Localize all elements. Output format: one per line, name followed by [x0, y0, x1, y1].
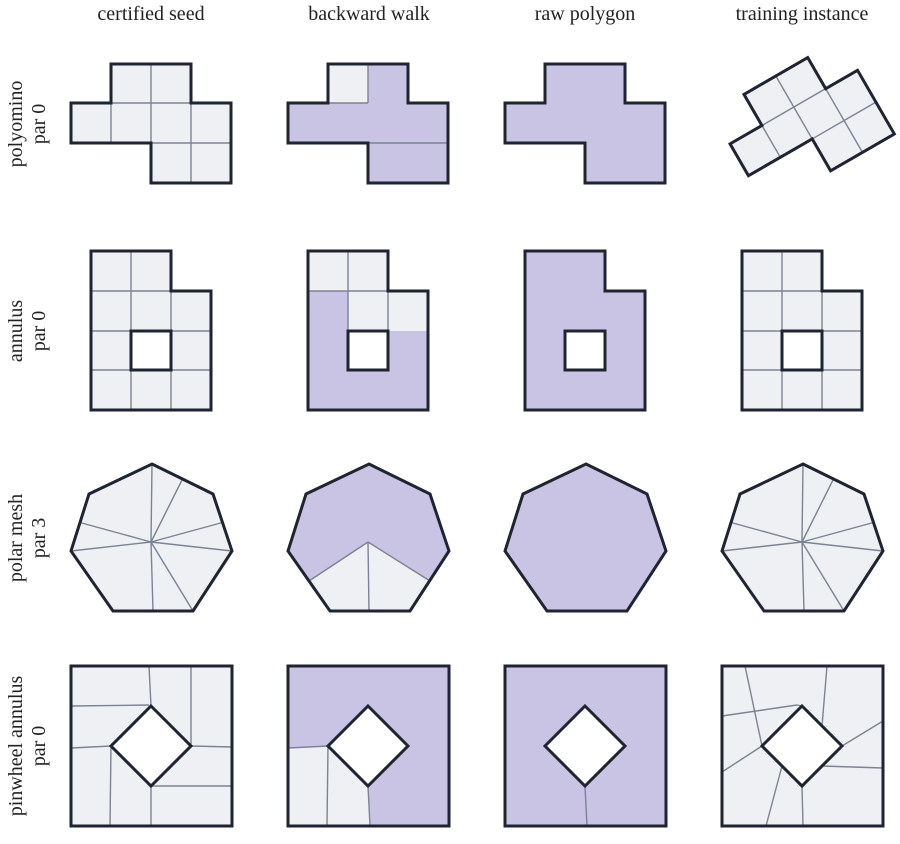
- annulus-outline: [306, 249, 430, 412]
- heptagon-outline: [720, 462, 885, 613]
- mesh-spoke: [801, 541, 884, 552]
- mesh-spoke: [150, 541, 194, 612]
- panels: [69, 55, 897, 828]
- annulus-training-instance: [740, 249, 864, 412]
- row-param-polar-mesh: par 3: [28, 518, 50, 559]
- polyomino-face: [730, 57, 895, 176]
- mesh-spoke: [801, 478, 835, 543]
- annulus-raw-polygon: [523, 249, 647, 412]
- annulus-certified-seed: [89, 249, 213, 412]
- mesh-edge: [148, 665, 152, 707]
- heptagon-outline: [503, 462, 668, 613]
- mesh-edge: [326, 745, 329, 827]
- polyomino-training-instance: [728, 55, 897, 178]
- pinwheel-raw-polygon: [503, 664, 668, 828]
- annulus-backward-walk: [306, 249, 430, 412]
- pinwheel-hole: [325, 703, 411, 789]
- mesh-edge: [744, 665, 763, 747]
- polyomino-outline: [728, 55, 897, 178]
- mesh-spoke: [150, 463, 153, 543]
- polar-mesh-training-instance: [720, 462, 885, 613]
- mesh-edge: [367, 785, 371, 827]
- annulus-outline: [89, 249, 213, 412]
- row-label-polar-mesh: polar mesh: [5, 494, 27, 582]
- heptagon-outline: [286, 462, 451, 613]
- mesh-edge: [761, 88, 827, 127]
- polyomino-outline: [286, 62, 450, 185]
- mesh-spoke: [801, 541, 845, 612]
- mesh-edge: [801, 785, 804, 827]
- row-label-annulus: annulus: [5, 300, 27, 362]
- mesh-spoke: [801, 463, 804, 543]
- pinwheel-hole: [108, 703, 194, 789]
- pinwheel-hole: [759, 703, 845, 789]
- mesh-edge: [70, 704, 150, 707]
- column-header-training-instance: training instance: [736, 3, 869, 25]
- column-header-raw-polygon: raw polygon: [535, 3, 636, 25]
- mesh-spoke: [367, 541, 431, 582]
- heptagon-outline: [69, 462, 234, 613]
- mesh-edge: [109, 745, 112, 827]
- annulus-outline: [740, 249, 864, 412]
- mesh-edge: [761, 125, 781, 158]
- headers: certified seed backward walk raw polygon…: [5, 3, 868, 816]
- mesh-spoke: [730, 521, 803, 543]
- mesh-spoke: [70, 541, 152, 552]
- raw-polygon-fill: [505, 464, 666, 611]
- mesh-edge: [811, 101, 877, 140]
- annulus-outline: [523, 249, 647, 412]
- mesh-spoke: [150, 478, 184, 543]
- pinwheel-certified-seed: [69, 664, 234, 828]
- pinwheel-outline: [69, 664, 234, 828]
- mesh-spoke: [801, 521, 874, 543]
- mesh-spoke: [150, 541, 154, 612]
- pinwheel-training-instance: [720, 664, 885, 828]
- mesh-spoke: [150, 541, 233, 552]
- polyomino-outline: [69, 62, 233, 185]
- row-label-polyomino: polyomino: [5, 81, 27, 168]
- unmerged-faces: [288, 746, 370, 826]
- column-header-backward-walk: backward walk: [308, 3, 430, 25]
- mesh-edge: [841, 720, 884, 747]
- annulus-hole: [780, 329, 824, 372]
- pinwheel-outline: [503, 664, 668, 828]
- mesh-edge: [765, 765, 783, 827]
- row-param-annulus: par 0: [28, 311, 50, 352]
- pinwheel-outline: [720, 664, 885, 828]
- polar-mesh-backward-walk: [286, 462, 451, 613]
- mesh-spoke: [308, 541, 369, 582]
- mesh-edge: [721, 704, 798, 717]
- polyomino-certified-seed: [69, 62, 233, 185]
- pinwheel-backward-walk: [286, 664, 451, 828]
- mesh-edge: [584, 785, 588, 827]
- mesh-spoke: [801, 541, 805, 612]
- mesh-edge: [721, 745, 763, 773]
- unmerged-faces: [309, 542, 430, 611]
- mesh-spoke: [367, 541, 370, 612]
- row-param-polyomino: par 0: [28, 104, 50, 145]
- pinwheel-hole: [542, 703, 628, 789]
- polar-mesh-raw-polygon: [503, 462, 668, 613]
- annulus-hole: [129, 329, 173, 372]
- mesh-spoke: [721, 541, 803, 552]
- mesh-edge: [70, 745, 112, 749]
- column-header-certified-seed: certified seed: [97, 3, 204, 25]
- mesh-edge: [821, 665, 828, 727]
- polyomino-backward-walk: [286, 62, 450, 185]
- mesh-spoke: [79, 521, 152, 543]
- polyomino-raw-polygon: [503, 62, 667, 185]
- unmerged-face: [328, 64, 368, 103]
- polyomino-outline: [503, 62, 667, 185]
- row-label-pinwheel-annulus: pinwheel annulus: [5, 676, 27, 817]
- mesh-edge: [821, 765, 884, 769]
- mesh-spoke: [150, 521, 223, 543]
- mesh-edge: [287, 745, 329, 749]
- annulus-hole: [346, 329, 390, 372]
- polar-mesh-certified-seed: [69, 462, 234, 613]
- row-param-pinwheel-annulus: par 0: [28, 726, 50, 767]
- mesh-edge: [190, 745, 233, 748]
- pinwheel-outline: [286, 664, 451, 828]
- annulus-hole: [563, 329, 607, 372]
